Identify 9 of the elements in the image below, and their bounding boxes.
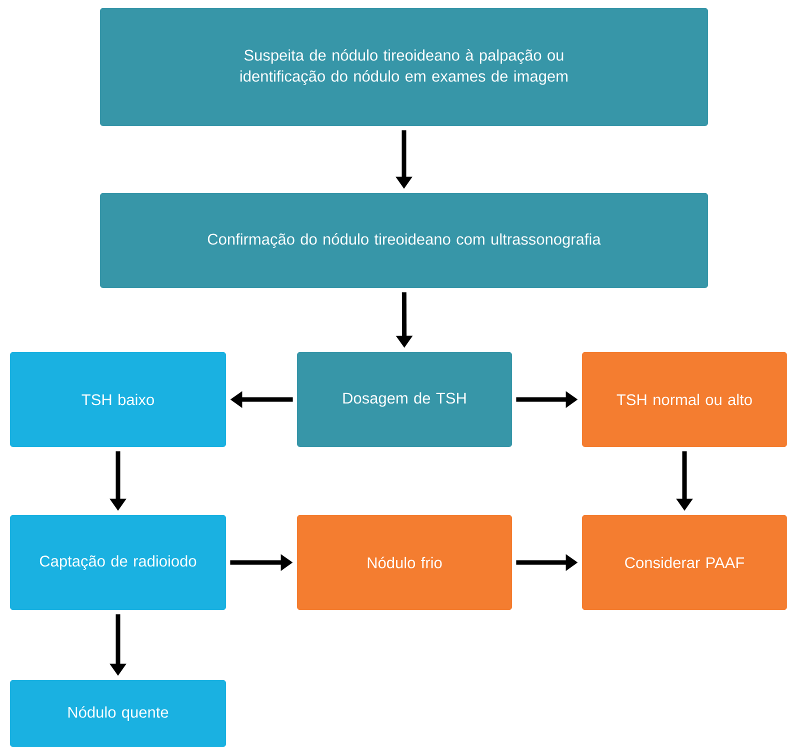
outcome-box: Nódulo quente: [10, 680, 226, 747]
process-box: Suspeita de nódulo tireoideano à palpação ou identificação do nódulo em exames de imagem: [100, 8, 708, 126]
outcome-box: TSH baixo: [10, 352, 226, 447]
action-box: Nódulo frio: [297, 515, 512, 610]
action-box: Considerar PAAF: [582, 515, 787, 610]
action-box: TSH normal ou alto: [582, 352, 787, 447]
outcome-box: Captação de radioiodo: [10, 515, 226, 610]
process-box: Dosagem de TSH: [297, 352, 512, 447]
process-box: Confirmação do nódulo tireoideano com ultrassonografia: [100, 193, 708, 288]
